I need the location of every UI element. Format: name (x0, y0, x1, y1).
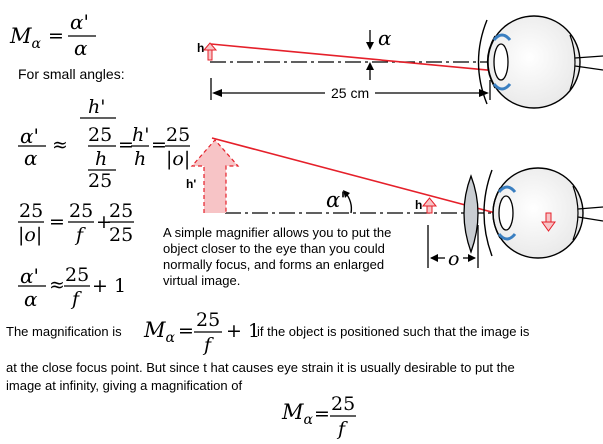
formula-eq-1: = (48, 25, 64, 47)
inner-25-bottom: 25 (88, 170, 113, 192)
eye-top (477, 15, 603, 109)
magnification-num: 25 (196, 309, 221, 331)
dimension-o (427, 225, 479, 268)
ratio-den: α (24, 146, 38, 170)
plus-sign: + (96, 211, 112, 233)
virtual-image-arrow (190, 139, 240, 213)
bottom-distance-label: o (448, 248, 460, 270)
magnification-plus-one: + 1 (226, 320, 261, 342)
magnifier-caption: A simple magnifier allows you to put the… (163, 225, 392, 288)
bottom-object-label: h (415, 198, 423, 212)
bottom-image-label: h' (186, 177, 197, 191)
small-angles-label: For small angles: (18, 66, 125, 82)
approx-lhs-num: α' (20, 264, 40, 288)
approx-sign-2: ≈ (49, 274, 65, 296)
body-line-3: image at infinity, giving a magnificatio… (6, 378, 243, 393)
infinity-eq: = (314, 403, 330, 425)
magnifier-lens (463, 174, 479, 254)
dimension-25cm (210, 78, 491, 100)
object-arrow-top (202, 42, 218, 61)
ratio2-den: h (134, 148, 147, 170)
infinity-den: f (338, 418, 346, 440)
magnification-prefix: The magnification is (6, 324, 122, 339)
eye-bottom (483, 167, 603, 259)
approx-sign-1: ≈ (52, 134, 68, 156)
bottom-angle-label: α' (326, 188, 346, 212)
magnification-m: Mα (144, 318, 175, 347)
lens-rhs-den: 25 (109, 224, 134, 246)
lens-mid-num: 25 (69, 200, 94, 222)
top-angle-label: α (378, 26, 392, 50)
formula-eq-2: = (118, 134, 134, 156)
magnification-suffix: if the object is positioned such that th… (257, 324, 530, 339)
plus-one: + 1 (92, 275, 127, 297)
angle-indicator-top (366, 30, 374, 80)
formula-def-den: α (74, 36, 88, 60)
ratio3-num: 25 (166, 124, 191, 146)
magnification-den: f (204, 334, 212, 356)
lens-mid-den: f (76, 224, 84, 246)
infinity-m: Mα (282, 400, 313, 429)
ratio3-den: |o| (166, 148, 191, 170)
magnification-eq: = (178, 320, 194, 342)
lens-lhs-num: 25 (19, 200, 44, 222)
formula-m-alpha: Mα (10, 24, 41, 53)
ratio2-num: h' (132, 124, 150, 146)
approx-den: f (72, 288, 80, 310)
inner-h: h (95, 148, 108, 170)
approx-lhs-den: α (24, 287, 38, 311)
infinity-num: 25 (331, 393, 356, 415)
angle-arc-bottom (343, 190, 353, 214)
ratio-num: α' (20, 124, 40, 148)
body-line-2: at the close focus point. But since t ha… (6, 360, 515, 375)
top-diagram (202, 15, 603, 109)
approx-num: 25 (65, 264, 90, 286)
formula-eq-3: = (151, 134, 167, 156)
lens-lhs-den: |o| (18, 224, 43, 246)
top-object-label: h (197, 41, 205, 55)
lens-rhs-num: 25 (109, 200, 134, 222)
top-distance-label: 25 cm (331, 85, 370, 101)
fraction-bars (18, 35, 356, 417)
bottom-diagram (190, 137, 603, 268)
formula-def-num: α' (70, 10, 90, 34)
formula-eq-4: = (49, 211, 65, 233)
inner-25-top: 25 (88, 124, 113, 146)
object-arrow-bottom (421, 197, 438, 214)
inner-h-prime: h' (88, 96, 106, 118)
